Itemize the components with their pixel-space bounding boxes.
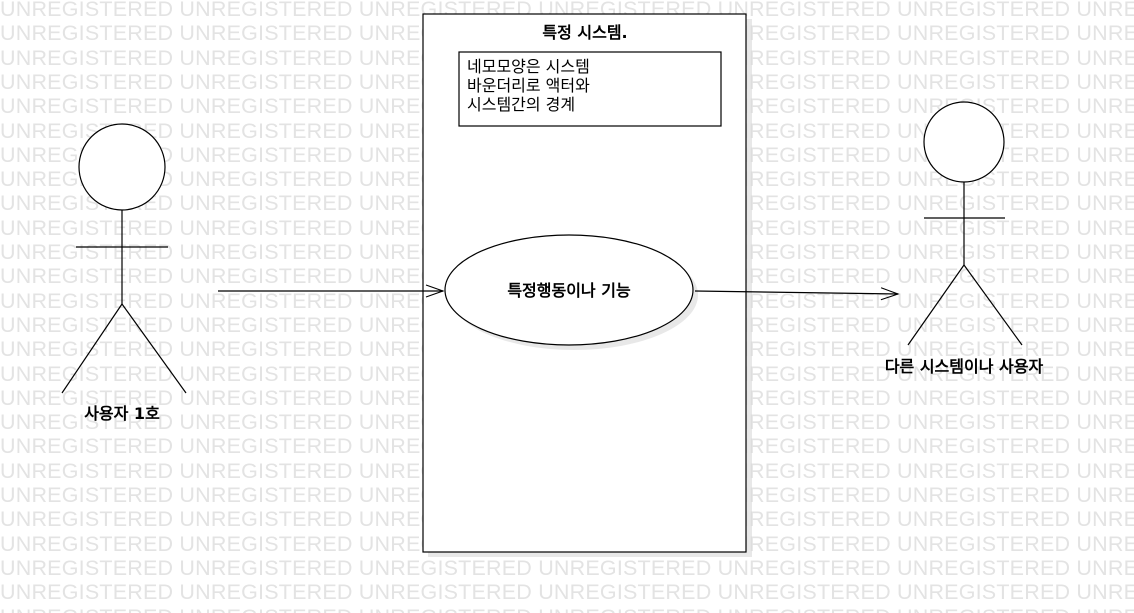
note-box[interactable]: [458, 51, 722, 127]
actor-left-head: [78, 123, 166, 211]
actor-left[interactable]: [61, 123, 187, 394]
actor-right-label: 다른 시스템이나 사용자: [885, 357, 1044, 376]
note-line-1: 네모모양은 시스템: [467, 57, 590, 76]
actor-right[interactable]: [907, 101, 1023, 346]
use-case-label: 특정행동이나 기능: [507, 281, 631, 300]
association-arrow-usecase-to-actor[interactable]: [694, 287, 900, 301]
actor-right-leg-left: [907, 264, 965, 346]
actor-left-label: 사용자 1호: [84, 404, 160, 423]
actor-left-leg-right: [121, 303, 187, 394]
actor-left-leg-left: [61, 303, 123, 394]
note-line-2: 바운더리로 액터와: [467, 76, 590, 95]
note-line-3: 시스템간의 경계: [467, 95, 575, 114]
system-title: 특정 시스템.: [542, 23, 627, 42]
actor-right-head: [923, 101, 1005, 183]
actor-right-leg-right: [963, 264, 1023, 346]
use-case-ellipse[interactable]: [444, 234, 694, 346]
